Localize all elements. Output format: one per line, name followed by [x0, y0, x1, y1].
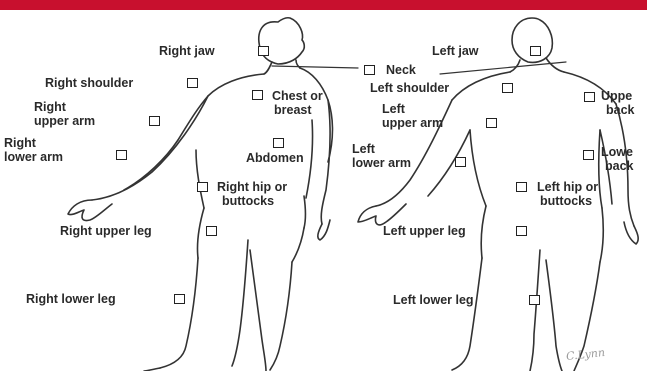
label-right-hip-line2: buttocks — [222, 194, 274, 208]
label-neck: Neck — [386, 63, 416, 77]
label-right-lower-leg: Right lower leg — [26, 292, 116, 306]
checkbox-right-lower-leg[interactable] — [174, 294, 185, 304]
label-right-upper-leg: Right upper leg — [60, 224, 152, 238]
label-left-jaw: Left jaw — [432, 44, 479, 58]
checkbox-abdomen[interactable] — [273, 138, 284, 148]
checkbox-left-lower-arm[interactable] — [455, 157, 466, 167]
checkbox-upper-back[interactable] — [584, 92, 595, 102]
checkbox-left-upper-leg[interactable] — [516, 226, 527, 236]
checkbox-left-shoulder[interactable] — [502, 83, 513, 93]
label-right-upper-arm-line1: Right — [34, 100, 66, 114]
label-left-shoulder: Left shoulder — [370, 81, 449, 95]
label-left-upper-arm-line1: Left — [382, 102, 405, 116]
label-right-shoulder: Right shoulder — [45, 76, 133, 90]
checkbox-right-hip-or-buttocks[interactable] — [197, 182, 208, 192]
label-left-lower-arm-line2: lower arm — [352, 156, 411, 170]
label-right-hip-line1: Right hip or — [217, 180, 287, 194]
checkbox-chest-or-breast[interactable] — [252, 90, 263, 100]
label-left-upper-arm-line2: upper arm — [382, 116, 443, 130]
label-left-hip-line1: Left hip or — [537, 180, 598, 194]
label-left-hip-line2: buttocks — [540, 194, 592, 208]
checkbox-left-hip-or-buttocks[interactable] — [516, 182, 527, 192]
label-upper-back-line2: back — [606, 103, 635, 117]
checkbox-left-jaw[interactable] — [530, 46, 541, 56]
checkbox-right-upper-arm[interactable] — [149, 116, 160, 126]
label-right-jaw: Right jaw — [159, 44, 215, 58]
label-abdomen: Abdomen — [246, 151, 304, 165]
front-figure — [68, 18, 333, 371]
checkbox-left-lower-leg[interactable] — [529, 295, 540, 305]
label-left-upper-leg: Left upper leg — [383, 224, 466, 238]
label-right-lower-arm-line2: lower arm — [4, 150, 63, 164]
checkbox-lower-back[interactable] — [583, 150, 594, 160]
label-left-lower-leg: Left lower leg — [393, 293, 474, 307]
label-left-lower-arm-line1: Left — [352, 142, 375, 156]
label-lower-back-line1: Lowe — [601, 145, 633, 159]
label-upper-back-line1: Uppe — [601, 89, 632, 103]
label-chest-line2: breast — [274, 103, 312, 117]
checkbox-right-lower-arm[interactable] — [116, 150, 127, 160]
checkbox-right-shoulder[interactable] — [187, 78, 198, 88]
label-right-lower-arm-line1: Right — [4, 136, 36, 150]
checkbox-left-upper-arm[interactable] — [486, 118, 497, 128]
label-lower-back-line2: back — [605, 159, 634, 173]
label-right-upper-arm-line2: upper arm — [34, 114, 95, 128]
checkbox-neck[interactable] — [364, 65, 375, 75]
label-chest-line1: Chest or — [272, 89, 323, 103]
checkbox-right-jaw[interactable] — [258, 46, 269, 56]
checkbox-right-upper-leg[interactable] — [206, 226, 217, 236]
